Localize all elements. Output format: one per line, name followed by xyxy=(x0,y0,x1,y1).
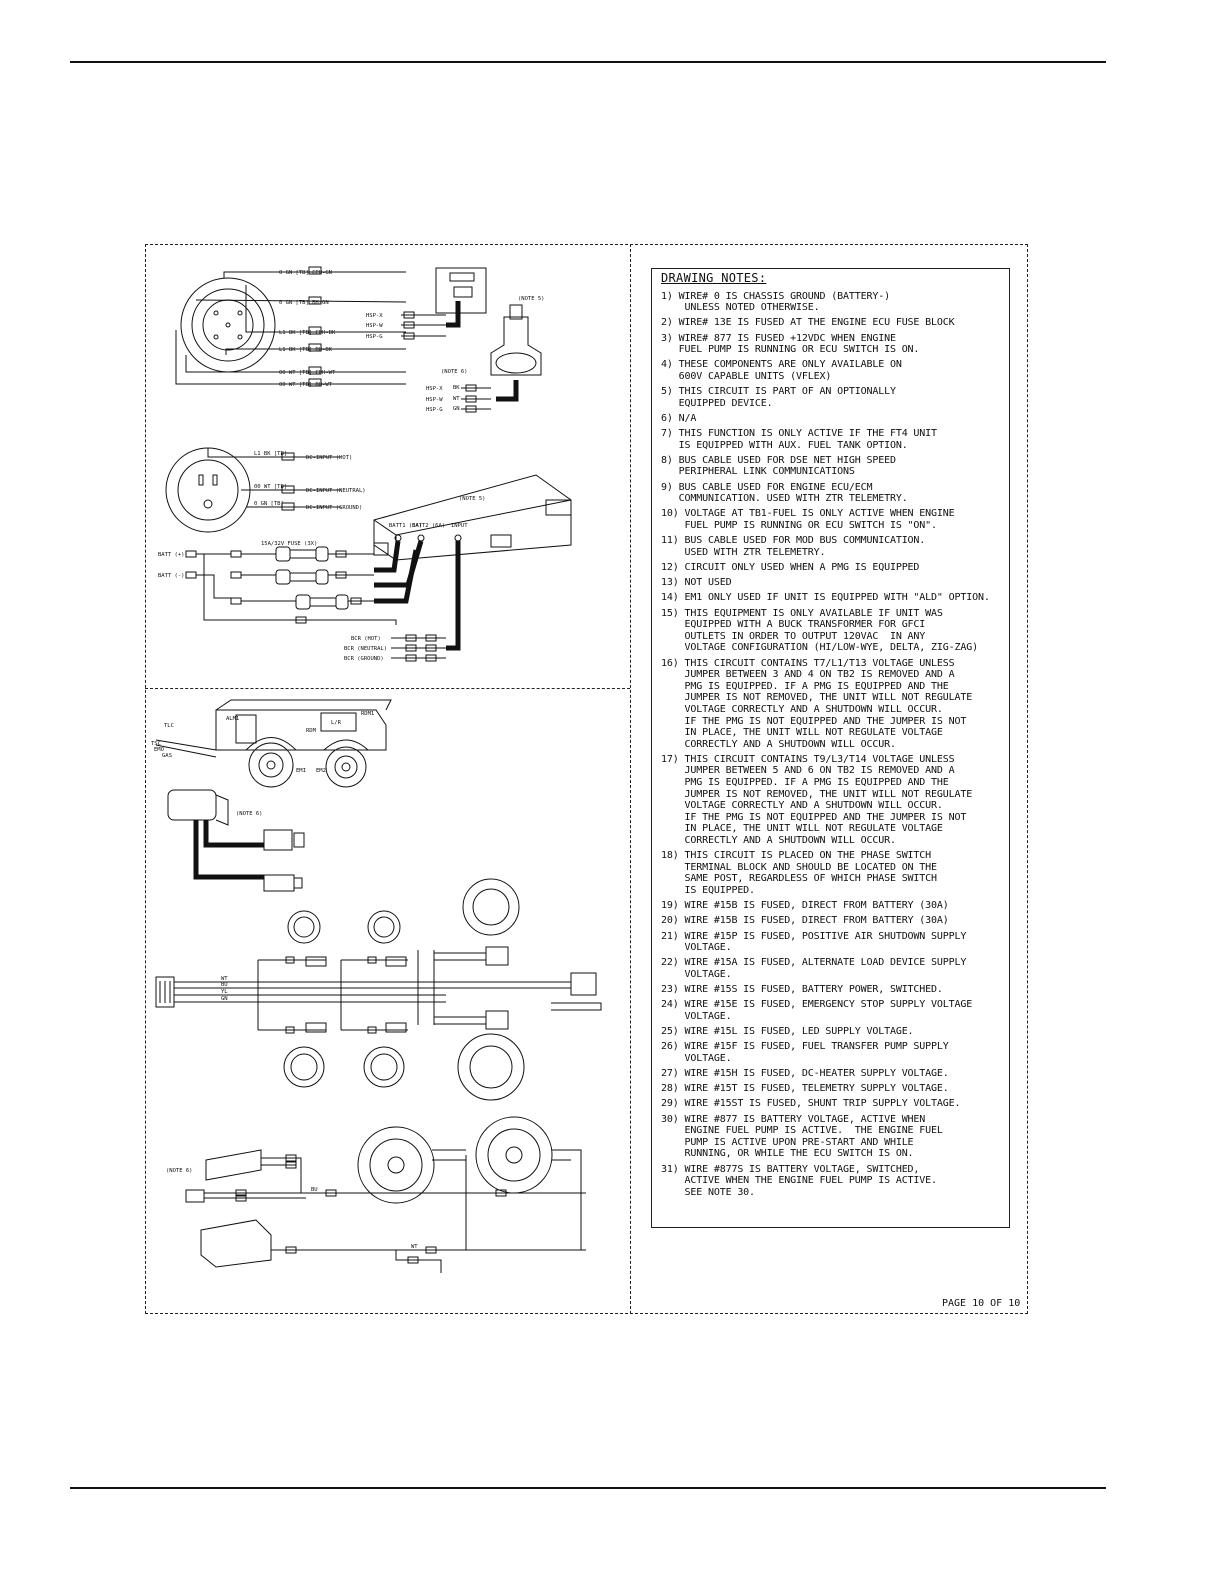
drawing-note: 2) WIRE# 13E IS FUSED AT THE ENGINE ECU … xyxy=(661,317,955,329)
hsp-label: HSP-W xyxy=(366,323,383,329)
drawing-notes-list: 1) WIRE# 0 IS CHASSIS GROUND (BATTERY-) … xyxy=(661,291,1001,1199)
trailer-label: TLC xyxy=(164,723,174,729)
trailer-label: RDM1 xyxy=(361,711,374,717)
wiring-diagram: 0 GN [TB] CPH-GN 0 GN [TB] BH-GN L1 BK [… xyxy=(151,266,602,1273)
trailer-label: ALM1 xyxy=(226,716,239,722)
drawing-note: 5) THIS CIRCUIT IS PART OF AN OPTIONALLY… xyxy=(661,386,896,409)
drawing-note: 22) WIRE #15A IS FUSED, ALTERNATE LOAD D… xyxy=(661,957,967,980)
bcr-label: BCR (GROUND) xyxy=(344,656,384,662)
hsp-label: HSP-W xyxy=(426,397,443,403)
drawing-note: 28) WIRE #15T IS FUSED, TELEMETRY SUPPLY… xyxy=(661,1083,949,1095)
dc-wire-code: 00 WT [TB] xyxy=(254,484,287,490)
trailer-label: GAS xyxy=(162,753,172,759)
top-rule xyxy=(70,61,1106,63)
drawing-notes-box: DRAWING NOTES: 1) WIRE# 0 IS CHASSIS GRO… xyxy=(651,268,1010,1228)
trailer-label: RDM xyxy=(306,728,317,734)
drawing-note: 4) THESE COMPONENTS ARE ONLY AVAILABLE O… xyxy=(661,359,902,382)
receptacle-wire-label: 00 WT [TB] CPH-WT xyxy=(279,370,336,376)
hsp-label: HSP-X xyxy=(366,313,383,319)
heater-note-label: (NOTE 6) xyxy=(166,1168,193,1174)
receptacle-circuit xyxy=(175,266,542,413)
drawing-note: 1) WIRE# 0 IS CHASSIS GROUND (BATTERY-) … xyxy=(661,290,890,314)
trailer-illustration xyxy=(155,699,392,892)
drawing-notes-title: DRAWING NOTES: xyxy=(661,271,767,285)
page-number: PAGE 10 OF 10 xyxy=(942,1298,1021,1309)
trailer-label: EMO xyxy=(154,747,164,753)
drawing-note: 6) N/A xyxy=(661,412,697,424)
drawing-note: 13) NOT USED xyxy=(661,577,732,589)
hsp-wire-color: BK xyxy=(453,385,460,391)
receptacle-wire-label: 00 WT [TB] BH-WT xyxy=(279,382,333,388)
receptacle-wire-label: 0 GN [TB] BH-GN xyxy=(279,300,329,306)
harness-wire-color: WT xyxy=(221,976,228,982)
receptacle-wire-label: L1 BK [TB] BH-BK xyxy=(279,347,333,353)
harness-wire-color: BU xyxy=(221,982,228,988)
heater-wire-color: WT xyxy=(411,1244,418,1250)
harness-wire-color: GN xyxy=(221,996,228,1002)
harness-wire-color: YL xyxy=(221,989,228,995)
frame-divider-vertical xyxy=(630,244,631,1314)
drawing-note: 3) WIRE# 877 IS FUSED +12VDC WHEN ENGINE… xyxy=(661,332,920,356)
drawing-note: 18) THIS CIRCUIT IS PLACED ON THE PHASE … xyxy=(661,850,937,896)
drawing-note: 16) THIS CIRCUIT CONTAINS T7/L1/T13 VOLT… xyxy=(661,657,973,750)
drawing-note: 30) WIRE #877 IS BATTERY VOLTAGE, ACTIVE… xyxy=(661,1113,943,1160)
note-6-label: (NOTE 6) xyxy=(441,369,468,375)
drawing-note: 9) BUS CABLE USED FOR ENGINE ECU/ECM COM… xyxy=(661,481,908,505)
drawing-note: 8) BUS CABLE USED FOR DSE NET HIGH SPEED… xyxy=(661,454,896,478)
drawing-note: 31) WIRE #877S IS BATTERY VOLTAGE, SWITC… xyxy=(661,1163,937,1198)
battery-negative-label: BATT (-) xyxy=(158,573,185,579)
drawing-note: 24) WIRE #15E IS FUSED, EMERGENCY STOP S… xyxy=(661,999,973,1022)
hsp-label: HSP-G xyxy=(426,407,443,413)
trailer-label: EM2 xyxy=(316,768,326,774)
dc-input-label: DC-INPUT (NEUTRAL) xyxy=(306,488,366,494)
dc-wire-code: 0 GN [TB] xyxy=(254,501,284,507)
heater-wire-color: BU xyxy=(311,1187,318,1193)
receptacle-wire-label: L1 BK [TB] CPH-BK xyxy=(279,330,336,336)
drawing-note: 20) WIRE #15B IS FUSED, DIRECT FROM BATT… xyxy=(661,915,949,927)
battery-charger-circuit xyxy=(165,447,572,662)
bcr-label: BCR (HOT) xyxy=(351,636,381,642)
dc-input-label: DC-INPUT (HOT) xyxy=(306,455,352,461)
charger-terminal-label: BATT2 (6A) xyxy=(412,523,445,529)
hsp-label: HSP-X xyxy=(426,386,443,392)
receptacle-wire-label: 0 GN [TB] CPH-GN xyxy=(279,270,332,276)
drawing-note: 21) WIRE #15P IS FUSED, POSITIVE AIR SHU… xyxy=(661,930,967,954)
frame-divider-horizontal xyxy=(145,688,630,689)
charger-terminal-label: INPUT xyxy=(451,523,468,529)
bcr-label: BCR (NEUTRAL) xyxy=(344,646,387,652)
drawing-note: 25) WIRE #15L IS FUSED, LED SUPPLY VOLTA… xyxy=(661,1026,914,1038)
drawing-note: 23) WIRE #15S IS FUSED, BATTERY POWER, S… xyxy=(661,984,943,996)
hsp-wire-color: GN xyxy=(453,406,460,412)
dc-wire-code: L1 BK [TB] xyxy=(254,451,287,457)
hsp-wire-color: WT xyxy=(453,396,460,402)
drawing-note: 29) WIRE #15ST IS FUSED, SHUNT TRIP SUPP… xyxy=(661,1098,961,1110)
trailer-label: EMI xyxy=(296,768,306,774)
drawing-note: 27) WIRE #15H IS FUSED, DC-HEATER SUPPLY… xyxy=(661,1068,949,1080)
drawing-note: 12) CIRCUIT ONLY USED WHEN A PMG IS EQUI… xyxy=(661,562,920,573)
drawing-note: 15) THIS EQUIPMENT IS ONLY AVAILABLE IF … xyxy=(661,607,979,654)
drawing-frame xyxy=(145,244,1028,1314)
drawing-note: 7) THIS FUNCTION IS ONLY ACTIVE IF THE F… xyxy=(661,428,937,451)
drawing-note: 26) WIRE #15F IS FUSED, FUEL TRANSFER PU… xyxy=(661,1041,949,1064)
drawing-note: 10) VOLTAGE AT TB1-FUEL IS ONLY ACTIVE W… xyxy=(661,508,955,532)
trailer-note-label: (NOTE 6) xyxy=(236,811,263,817)
fuse-label: 15A/32V FUSE (3X) xyxy=(261,541,317,547)
lights-harness xyxy=(155,878,602,1101)
charger-note-label: (NOTE 5) xyxy=(459,496,486,502)
battery-positive-label: BATT (+) xyxy=(158,552,185,558)
note-5-label: (NOTE 5) xyxy=(518,296,545,302)
drawing-note: 11) BUS CABLE USED FOR MOD BUS COMMUNICA… xyxy=(661,535,926,558)
bottom-rule xyxy=(70,1487,1106,1489)
trailer-label: L/R xyxy=(331,720,342,726)
dc-input-label: DC-INPUT (GROUND) xyxy=(306,505,362,511)
heater-circuit xyxy=(185,1116,586,1273)
drawing-note: 19) WIRE #15B IS FUSED, DIRECT FROM BATT… xyxy=(661,900,949,912)
trailer-label: TSC xyxy=(151,741,161,747)
charger-terminal-label: BATT1 (6A) xyxy=(389,523,422,529)
hsp-label: HSP-G xyxy=(366,334,383,340)
drawing-note: 17) THIS CIRCUIT CONTAINS T9/L3/T14 VOLT… xyxy=(661,753,973,847)
drawing-note: 14) EM1 ONLY USED IF UNIT IS EQUIPPED WI… xyxy=(661,592,990,604)
